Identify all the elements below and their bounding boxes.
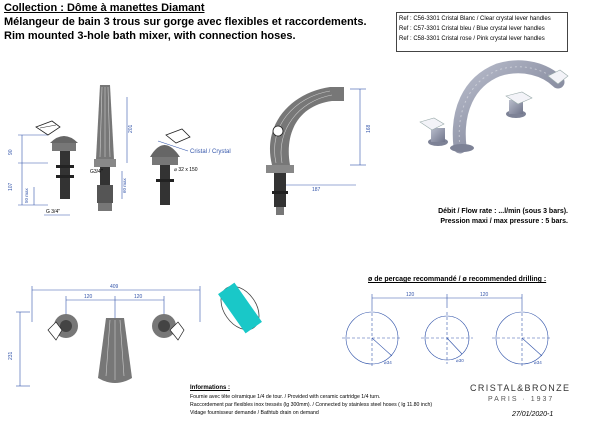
- description-fr: Mélangeur de bain 3 trous sur gorge avec…: [4, 16, 367, 28]
- dim-60-max: 60 max: [122, 177, 127, 193]
- info-line: Raccordement par flexibles inox tressés …: [190, 402, 433, 408]
- brand-city: PARIS · 1937: [488, 396, 555, 403]
- dim-50-max: 50 max: [24, 187, 29, 203]
- spout-side: [266, 87, 344, 215]
- drill-dim-120-right: 120: [480, 292, 489, 298]
- dim-201: 201: [128, 124, 134, 133]
- dim-90: 90: [8, 149, 14, 155]
- document-date: 27/01/2020-1: [512, 411, 554, 418]
- dim-g34-left: G 3/4": [46, 209, 60, 215]
- dim-32x150: ⌀ 32 x 150: [174, 167, 198, 173]
- drill-dim-120-left: 120: [406, 292, 415, 298]
- elevation-drawing: 90 107 50 max G 3/4" G3/4" 201 60 max ⌀ …: [8, 85, 372, 216]
- ref-line-blue: Ref : C57-3301 Cristal bleu / Blue cryst…: [399, 26, 545, 32]
- spout-front: [94, 85, 116, 211]
- dim-107: 107: [8, 182, 14, 191]
- reference-box: Ref : C56-3301 Cristal Blanc / Clear cry…: [396, 12, 568, 52]
- dim-187: 187: [312, 187, 321, 193]
- info-line: Vidage fournisseur demande / Bathtub dra…: [190, 410, 319, 416]
- plan-drawing: 409 120 120 231: [8, 282, 262, 387]
- product-photo: [419, 60, 569, 154]
- drill-hole-center: ⌀30: [456, 358, 464, 363]
- right-valve-elevation: [150, 128, 191, 205]
- dim-409: 409: [110, 284, 119, 290]
- dim-g34-center: G3/4": [90, 169, 103, 175]
- ref-line-clear: Ref : C56-3301 Cristal Blanc / Clear cry…: [399, 16, 551, 22]
- flow-rate: Débit / Flow rate : ...l/min (sous 3 bar…: [438, 208, 568, 215]
- ref-line-pink: Ref : C58-3301 Cristal rose / Pink cryst…: [399, 36, 545, 42]
- drilling-diagram: 120 120 ⌀34 ⌀30 ⌀34: [342, 292, 552, 368]
- max-pressure: Pression maxi / max pressure : 5 bars.: [440, 218, 568, 225]
- dim-120-left: 120: [84, 294, 93, 300]
- dim-231: 231: [8, 351, 14, 360]
- info-line: Fournie avec tête céramique 1/4 de tour.…: [190, 394, 381, 400]
- dim-168: 168: [366, 124, 372, 133]
- brand-logo: CRISTAL&BRONZE: [470, 383, 571, 393]
- crystal-label: Cristal / Crystal: [190, 149, 231, 155]
- drill-hole-left: ⌀34: [384, 360, 392, 365]
- info-title: Informations :: [190, 385, 230, 391]
- collection-title: Collection : Dôme à manettes Diamant: [4, 2, 205, 14]
- drill-hole-right: ⌀34: [534, 360, 542, 365]
- drilling-title: ø de percage recommandé / ø recommended …: [368, 276, 547, 283]
- dim-120-right: 120: [134, 294, 143, 300]
- description-en: Rim mounted 3-hole bath mixer, with conn…: [4, 30, 296, 42]
- left-valve-elevation: [35, 120, 78, 199]
